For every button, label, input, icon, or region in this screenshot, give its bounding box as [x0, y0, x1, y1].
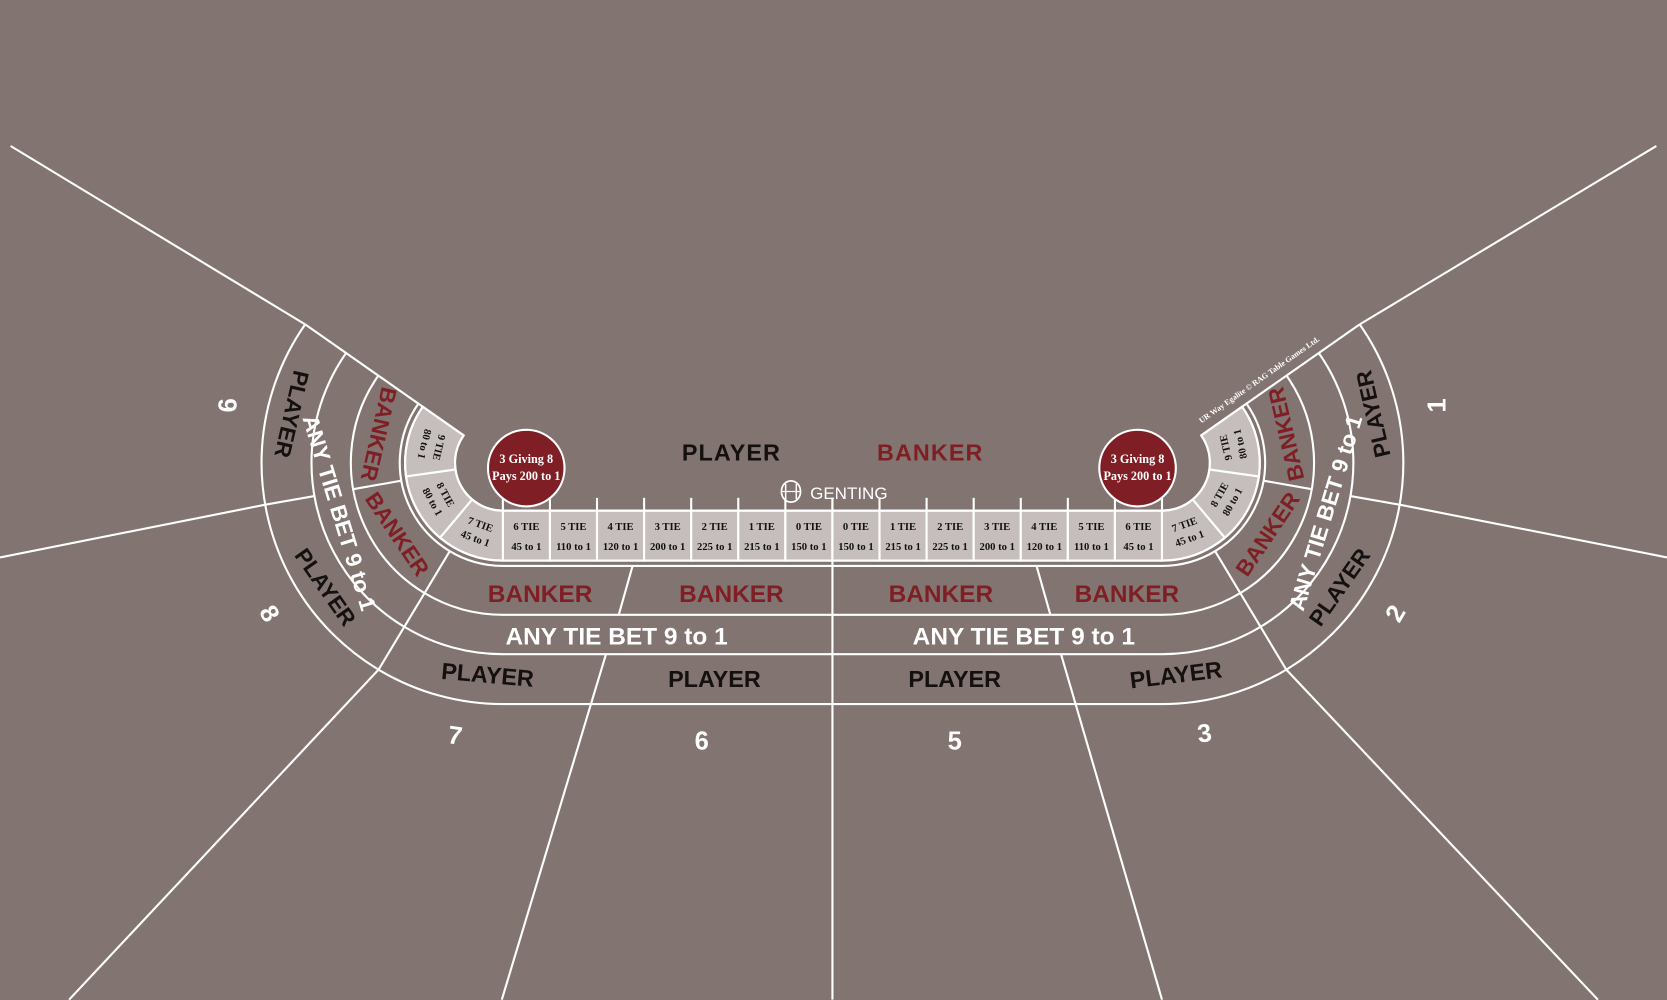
tie-payout: 120 to 1 [603, 542, 638, 553]
seat-line [10, 145, 306, 326]
seat-line [1359, 145, 1657, 326]
seat-line [1059, 653, 1164, 1000]
bonus-line2: Pays 200 to 1 [1103, 469, 1171, 483]
divider-line [1200, 323, 1361, 437]
bonus-line2: Pays 200 to 1 [492, 469, 560, 483]
bonus-bet-right[interactable]: 3 Giving 8 Pays 200 to 1 [1098, 428, 1177, 508]
tie-payout: 215 to 1 [885, 542, 920, 553]
tie-label: 5 TIE [560, 522, 586, 533]
tie-bet-cell[interactable]: 4 TIE 120 to 1 [595, 509, 646, 562]
tie-bet-cell[interactable]: 6 TIE 45 to 1 [1113, 509, 1164, 562]
divider-line [352, 479, 402, 491]
seat-number-3: 3 [1196, 719, 1214, 749]
tie-bet-cell[interactable]: 5 TIE 110 to 1 [548, 509, 599, 562]
divider-line [1350, 494, 1400, 506]
seat-number-7: 7 [446, 721, 464, 751]
seat-line [1035, 565, 1052, 616]
tie-label: 0 TIE [843, 522, 869, 533]
seat-number-5: 5 [948, 727, 962, 755]
tie-label: 4 TIE [608, 522, 634, 533]
player-bet-seat-6[interactable]: PLAYER [668, 666, 761, 692]
seat-line [0, 503, 266, 559]
any-tie-bet-left[interactable]: ANY TIE BET 9 to 1 [505, 624, 727, 651]
tie-bet-cell[interactable]: 1 TIE 215 to 1 [878, 509, 928, 562]
tie-payout: 110 to 1 [1074, 542, 1109, 553]
tie-bet-cell[interactable]: 0 TIE 150 to 1 [831, 509, 881, 562]
seat-line [68, 668, 380, 1000]
tie-payout: 120 to 1 [1027, 542, 1062, 553]
tie-label: 6 TIE [1125, 522, 1151, 533]
tie-payout: 45 to 1 [1123, 542, 1153, 553]
divider-line [304, 323, 465, 437]
tie-label: 2 TIE [937, 522, 963, 533]
tie-bet-cell[interactable]: 4 TIE 120 to 1 [1019, 509, 1069, 562]
seat-line [1285, 668, 1599, 1000]
seat-number-1: 1 [1423, 398, 1451, 412]
tie-payout: 200 to 1 [650, 542, 685, 553]
tie-payout: 225 to 1 [932, 542, 967, 553]
seat-number-9: 9 [212, 398, 240, 412]
tie-label: 5 TIE [1078, 522, 1104, 533]
tie-payout: 225 to 1 [697, 542, 732, 553]
tie-bet-cell[interactable]: 3 TIE 200 to 1 [643, 509, 693, 562]
banker-bet-seat-6[interactable]: BANKER [679, 581, 784, 608]
tie-label: 6 TIE [513, 522, 539, 533]
tie-bet-cell[interactable]: 6 TIE 45 to 1 [501, 509, 552, 562]
divider-line [265, 494, 315, 506]
tie-payout: 215 to 1 [744, 542, 779, 553]
tie-bet-cell[interactable]: 2 TIE 225 to 1 [690, 509, 740, 562]
seat-number-6: 6 [695, 727, 709, 755]
tie-payout: 200 to 1 [980, 542, 1015, 553]
banker-bet-seat-3[interactable]: BANKER [1075, 581, 1180, 608]
banker-bet-seat-5[interactable]: BANKER [889, 581, 994, 608]
divider-line [1263, 479, 1312, 491]
tie-payout: 45 to 1 [511, 542, 541, 553]
tie-label: 3 TIE [984, 522, 1010, 533]
tie-label: 1 TIE [749, 522, 775, 533]
tie-bet-cell[interactable]: 2 TIE 225 to 1 [925, 509, 975, 562]
genting-logo-icon [780, 480, 802, 503]
tie-payout: 150 to 1 [838, 542, 873, 553]
tie-bet-cell[interactable]: 0 TIE 150 to 1 [784, 509, 834, 562]
tie-bet-cell[interactable]: 1 TIE 215 to 1 [737, 509, 787, 562]
tie-label: 4 TIE [1031, 522, 1057, 533]
tie-bet-cell[interactable]: 5 TIE 110 to 1 [1066, 509, 1116, 562]
bonus-line1: 3 Giving 8 [499, 452, 553, 466]
seat-line [617, 565, 634, 616]
bonus-line1: 3 Giving 8 [1111, 452, 1165, 466]
tie-label: 1 TIE [890, 522, 916, 533]
player-main-label: PLAYER [682, 440, 781, 466]
divider-line [377, 550, 451, 671]
tie-label: 2 TIE [702, 522, 728, 533]
bonus-bet-left[interactable]: 3 Giving 8 Pays 200 to 1 [486, 428, 566, 508]
seat-line [500, 653, 608, 1000]
divider-line [1214, 550, 1288, 671]
brand-name: GENTING [810, 484, 887, 503]
any-tie-bet-right[interactable]: ANY TIE BET 9 to 1 [913, 624, 1135, 651]
player-bet-seat-5[interactable]: PLAYER [908, 666, 1001, 692]
tie-label: 3 TIE [655, 522, 681, 533]
tie-payout: 150 to 1 [791, 542, 826, 553]
banker-bet-seat-7[interactable]: BANKER [488, 581, 593, 608]
tie-payout: 110 to 1 [556, 542, 591, 553]
seat-line [1399, 503, 1667, 559]
banker-main-label: BANKER [877, 440, 983, 466]
tie-bet-cell[interactable]: 3 TIE 200 to 1 [972, 509, 1022, 562]
tie-label: 0 TIE [796, 522, 822, 533]
